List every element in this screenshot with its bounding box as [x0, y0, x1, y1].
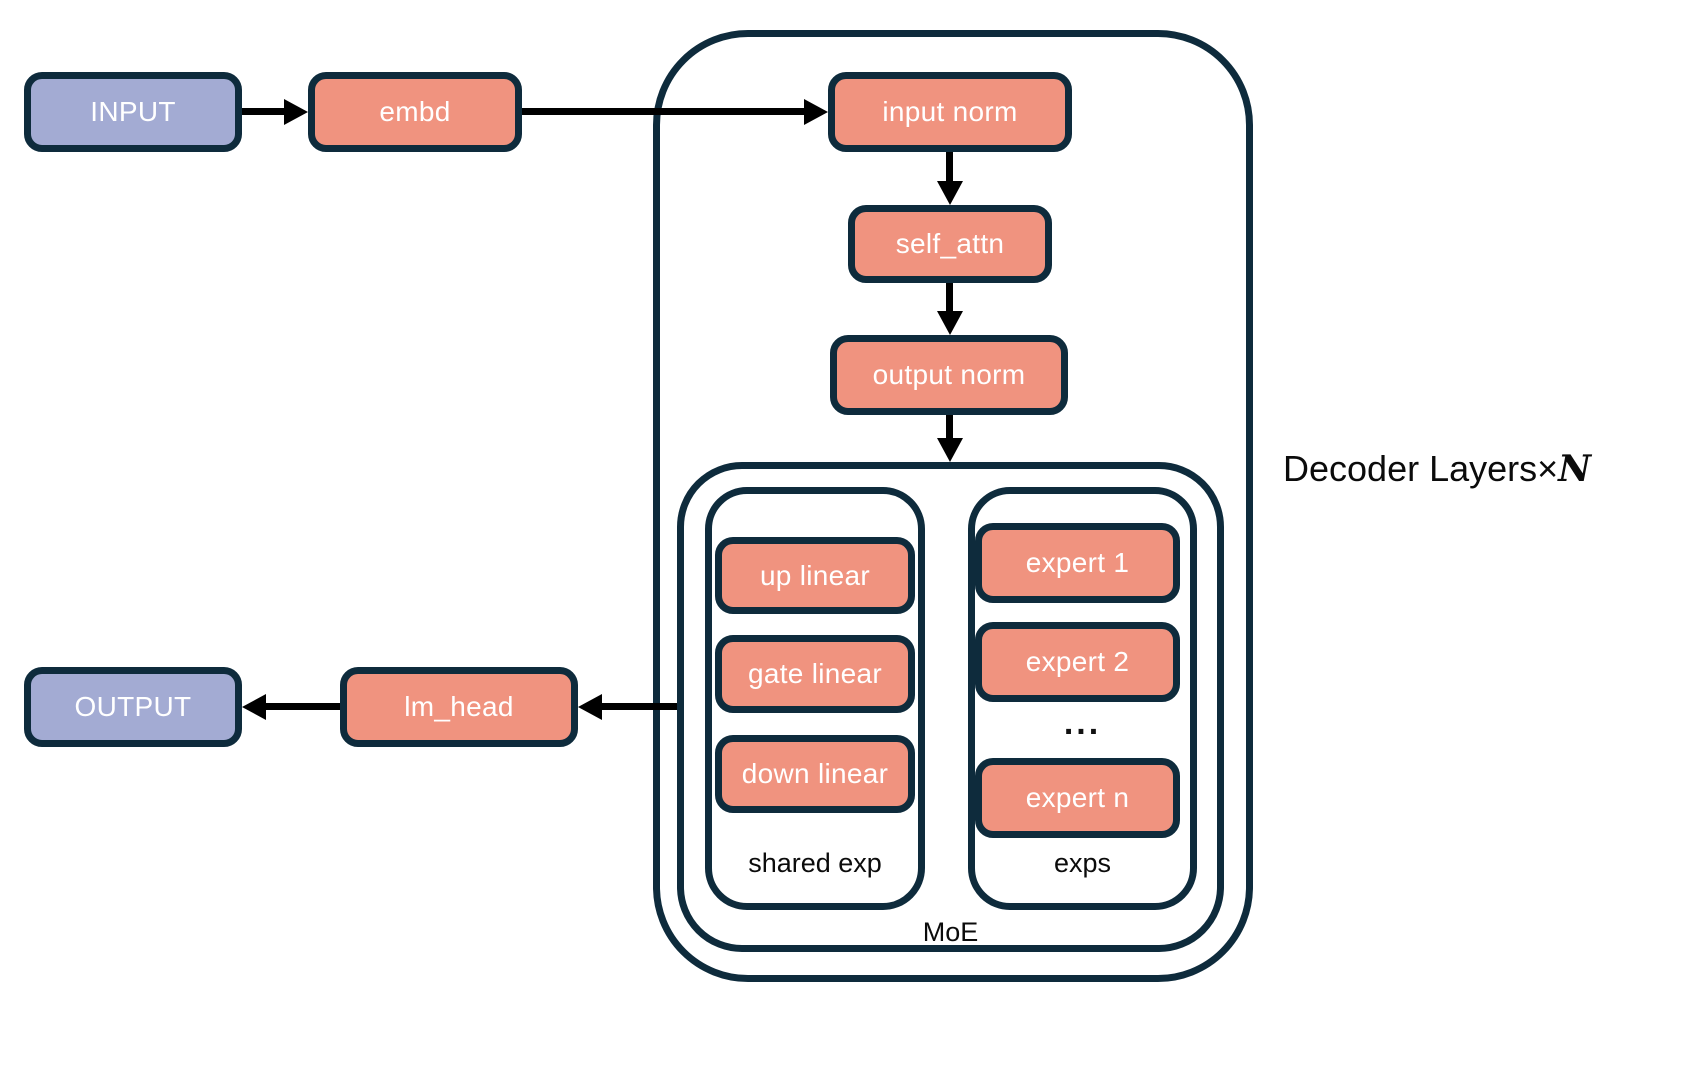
arrow-selfattn-to-outputnorm-head: [937, 311, 963, 335]
arrow-outputnorm-to-moe-head: [937, 438, 963, 462]
moe-label: MoE: [922, 917, 979, 947]
node-gate-linear: gate linear: [715, 635, 915, 713]
node-expert-n: expert n: [975, 758, 1180, 838]
node-lm-head: lm_head: [340, 667, 578, 747]
exps-container: [968, 487, 1197, 910]
node-down-linear: down linear: [715, 735, 915, 813]
arrow-input-to-embd-line: [242, 108, 286, 115]
arrow-lmhead-to-output-head: [242, 694, 266, 720]
arrow-lmhead-to-output-line: [264, 703, 340, 710]
shared-exp-label: shared exp: [748, 848, 882, 878]
decoder-layers-n: N: [1558, 448, 1592, 490]
node-expert-2: expert 2: [975, 622, 1180, 702]
node-output-norm: output norm: [830, 335, 1068, 415]
arrow-selfattn-to-outputnorm-line: [946, 283, 953, 313]
arrow-outputnorm-to-moe-line: [946, 415, 953, 440]
arrow-moe-to-lmhead-line: [600, 703, 677, 710]
moe-container: [677, 462, 1224, 952]
decoder-layers-label-text: Decoder Layers×: [1283, 448, 1559, 489]
arrow-embd-to-inputnorm-line: [522, 108, 806, 115]
node-self-attn: self_attn: [848, 205, 1052, 283]
shared-exp-container: [705, 487, 925, 910]
node-output: OUTPUT: [24, 667, 242, 747]
arrow-moe-to-lmhead-head: [578, 694, 602, 720]
node-expert-1: expert 1: [975, 523, 1180, 603]
exps-label: exps: [1053, 848, 1112, 878]
node-input: INPUT: [24, 72, 242, 152]
arrow-inputnorm-to-selfattn-line: [946, 152, 953, 183]
decoder-layers-container: [653, 30, 1253, 982]
arrow-inputnorm-to-selfattn-head: [937, 181, 963, 205]
arrow-input-to-embd-head: [284, 99, 308, 125]
node-input-norm: input norm: [828, 72, 1072, 152]
arrow-embd-to-inputnorm-head: [804, 99, 828, 125]
node-up-linear: up linear: [715, 537, 915, 614]
experts-ellipsis: ...: [1063, 704, 1102, 742]
decoder-layers-label: Decoder Layers×N: [1283, 448, 1591, 490]
node-embd: embd: [308, 72, 522, 152]
